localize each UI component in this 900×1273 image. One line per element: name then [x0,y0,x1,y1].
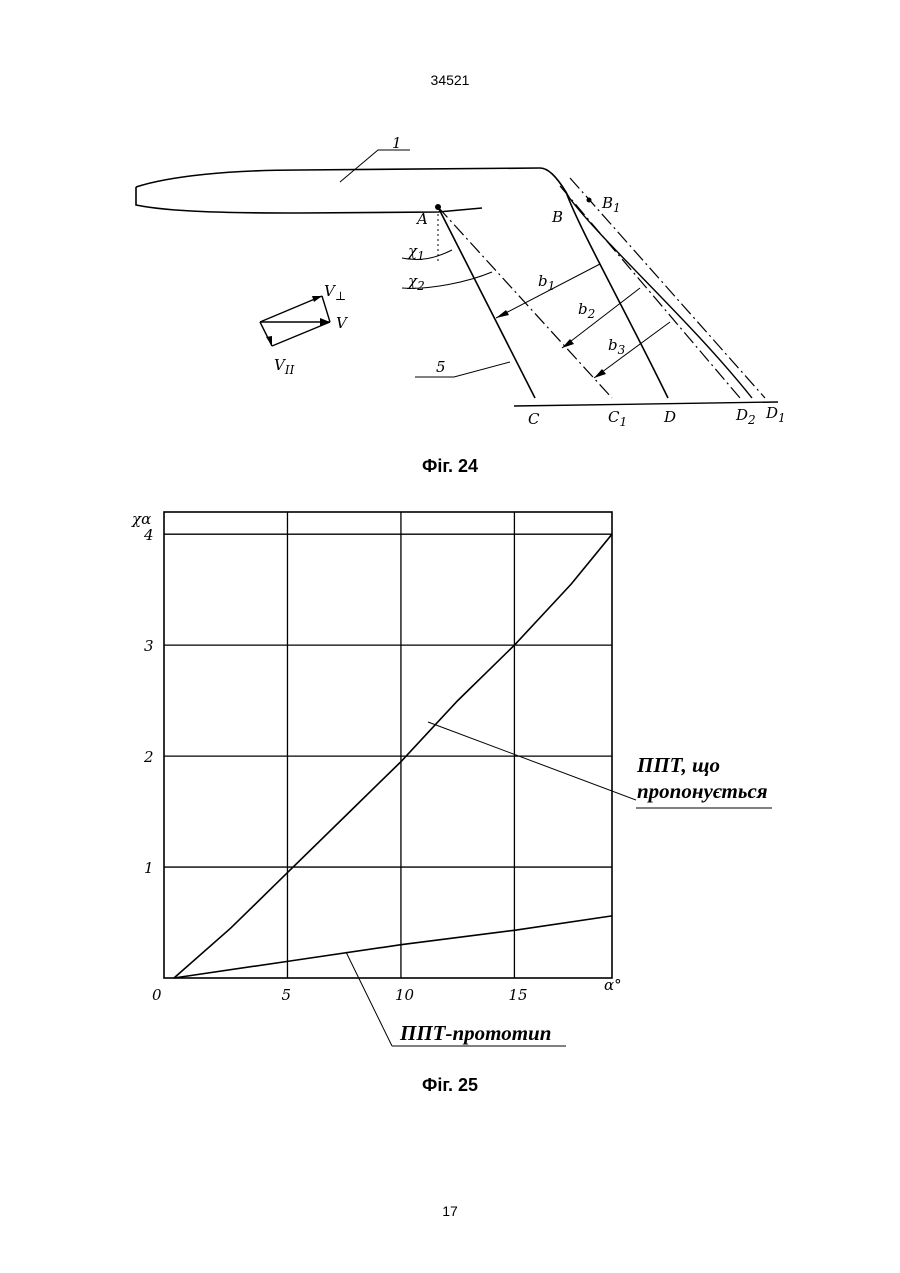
y-tick-label: 4 [143,526,154,544]
chart-frame [164,512,612,978]
chart-grid [164,512,612,978]
y-tick-label: 1 [144,859,154,877]
x-tick-label: 5 [281,986,291,1004]
y-tick-label: 3 [144,637,154,655]
callout-proposed-line2: пропонується [637,779,768,803]
x-tick-label: 10 [395,986,415,1004]
y-tick-label: 2 [143,748,154,766]
callout-proposed-leader [428,722,636,800]
y-axis-label: χα [131,510,151,528]
page-number: 17 [0,1203,900,1219]
x-tick-label: 15 [508,986,527,1004]
callout-prototype-leader [346,952,392,1046]
x-axis-label: α° [604,976,622,994]
series-prototype-line [174,916,612,978]
callout-proposed-line1: ППТ, що [636,753,720,777]
callout-prototype: ППТ-прототип [399,1021,551,1045]
figure-25-caption: Фіг. 25 [0,1075,900,1096]
x-tick-label: 0 [152,986,162,1004]
chart-ticks: 0 5 10 15 1 2 3 4 [143,526,528,1004]
